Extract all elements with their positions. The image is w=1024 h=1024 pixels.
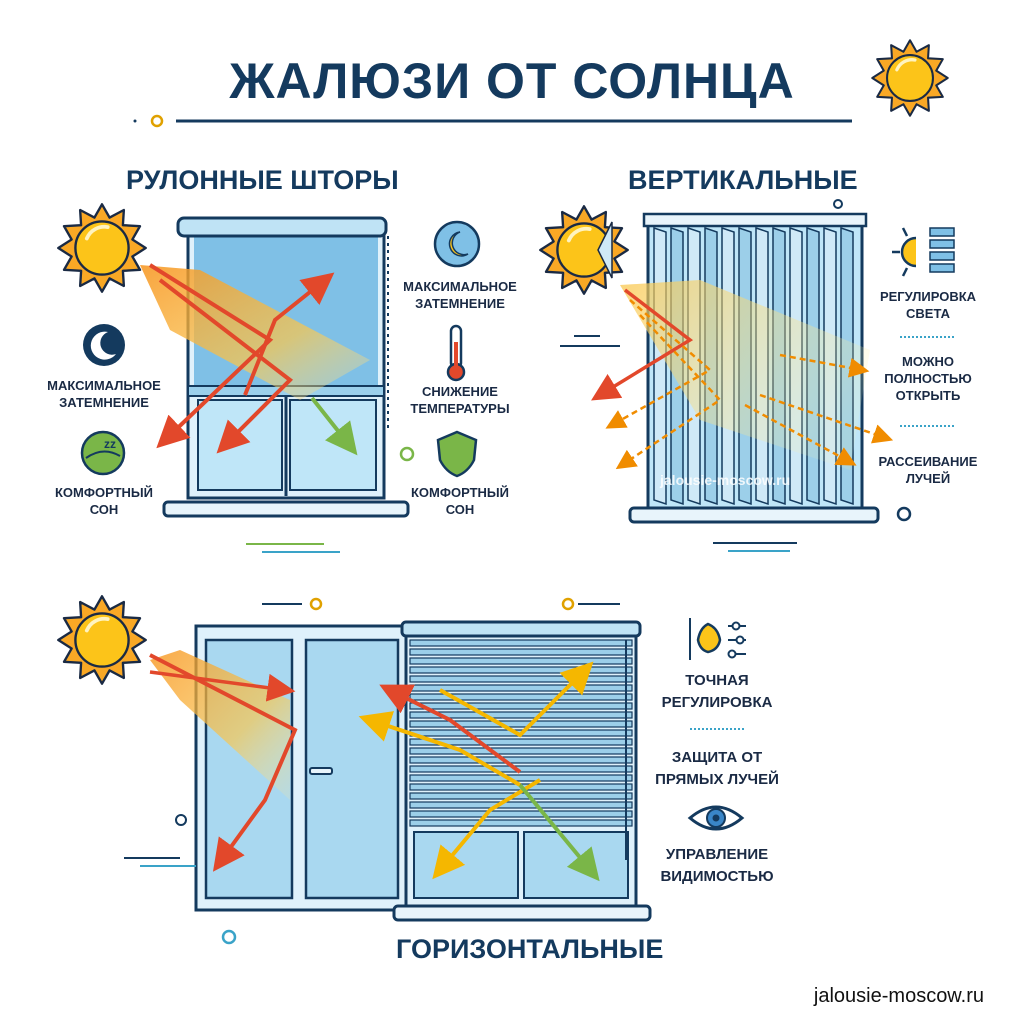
bulb-slider-icon [689, 618, 746, 660]
divider [900, 336, 954, 338]
roller-right-label-2: СНИЖЕНИЕ ТЕМПЕРАТУРЫ [410, 384, 510, 416]
horizontal-slat [409, 801, 633, 809]
vertical-slat [653, 226, 667, 506]
horizontal-slat [409, 774, 633, 782]
horizontal-slat [409, 756, 633, 764]
horizontal-slat [409, 666, 633, 674]
roller-right-label-1: МАКСИМАЛЬНОЕ ЗАТЕМНЕНИЕ [403, 279, 517, 311]
divider [690, 728, 744, 730]
moon-icon [90, 331, 116, 360]
sun-icon [56, 202, 148, 294]
vertical-label-1: РЕГУЛИРОВКА СВЕТА [879, 289, 977, 321]
horizontal-slat [409, 648, 633, 656]
vertical-section-title: ВЕРТИКАЛЬНЫЕ [628, 165, 858, 195]
horizontal-label-3: УПРАВЛЕНИЕ ВИДИМОСТЬЮ [660, 846, 774, 885]
sun-icon [56, 594, 148, 686]
horizontal-slat [409, 792, 633, 800]
svg-text:zz: zz [104, 437, 116, 451]
light-adjust-icon [892, 227, 955, 277]
divider [900, 425, 954, 427]
sun-icon [538, 204, 630, 296]
eye-icon [687, 805, 745, 831]
horizontal-slat [409, 657, 633, 665]
horizontal-slat [409, 693, 633, 701]
shield-icon [436, 430, 478, 478]
horizontal-slat [409, 738, 633, 746]
vertical-label-3: РАССЕИВАНИЕ ЛУЧЕЙ [878, 454, 978, 486]
horizontal-section-title: ГОРИЗОНТАЛЬНЫЕ [396, 934, 664, 964]
horizontal-slat [409, 639, 633, 647]
watermark: jalousie-moscow.ru [660, 472, 791, 488]
horizontal-slat [409, 720, 633, 728]
horizontal-slat [409, 711, 633, 719]
horizontal-slat [409, 747, 633, 755]
horizontal-label-2: ЗАЩИТА ОТ ПРЯМЫХ ЛУЧЕЙ [655, 749, 779, 788]
horizontal-label-1: ТОЧНАЯ РЕГУЛИРОВКА [661, 672, 773, 711]
roller-section-title: РУЛОННЫЕ ШТОРЫ [126, 165, 399, 195]
footer-url[interactable]: jalousie-moscow.ru [813, 985, 984, 1007]
sun-icon [870, 38, 950, 118]
page-title: ЖАЛЮЗИ ОТ СОЛНЦА [229, 53, 795, 109]
vertical-label-2: МОЖНО ПОЛНОСТЬЮ ОТКРЫТЬ [884, 354, 972, 403]
roller-right-label-3: КОМФОРТНЫЙ СОН [411, 485, 509, 517]
roller-left-label-1: МАКСИМАЛЬНОЕ ЗАТЕМНЕНИЕ [47, 378, 161, 410]
roller-left-label-2: КОМФОРТНЫЙ СОН [55, 485, 153, 517]
moon-icon [448, 231, 469, 257]
horizontal-slat [409, 702, 633, 710]
horizontal-slat [409, 810, 633, 818]
sleep-icon [80, 430, 126, 476]
horizontal-slat [409, 765, 633, 773]
horizontal-slat [409, 819, 633, 827]
horizontal-slat [409, 675, 633, 683]
